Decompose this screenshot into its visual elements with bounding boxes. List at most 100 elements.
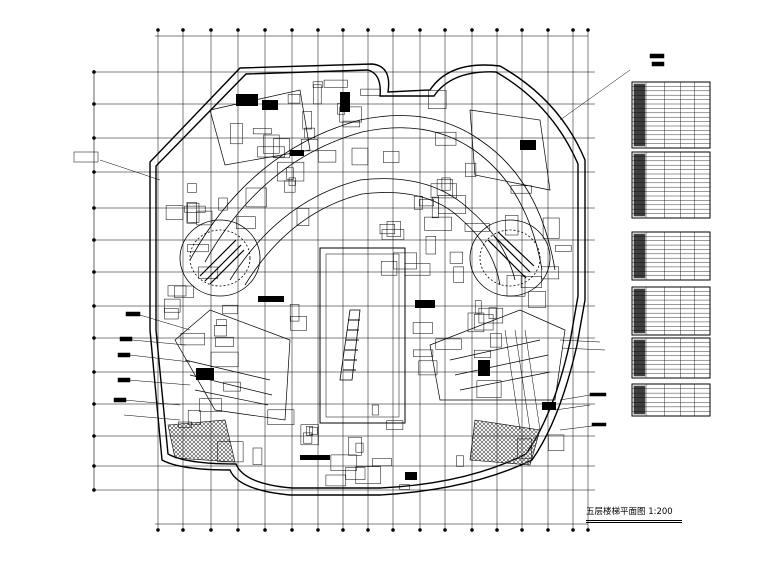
room-cell (441, 177, 451, 191)
room-cell (286, 167, 294, 180)
grid-bubble (391, 528, 395, 532)
legend-fill (633, 385, 646, 415)
room-cell (167, 285, 187, 297)
room-cell (473, 314, 494, 331)
room-cell (505, 215, 519, 236)
room-cell (312, 81, 324, 88)
room-cell (187, 244, 209, 253)
atrium-right (469, 219, 551, 297)
room-cell (174, 285, 194, 298)
room-cell (404, 263, 431, 276)
grid-bubble (443, 528, 447, 532)
grid-bubble (181, 28, 185, 32)
grid-bubble (290, 28, 294, 32)
room-cell (424, 216, 452, 231)
room-cell (339, 106, 362, 123)
room-cell (164, 298, 181, 313)
room-cell (541, 266, 559, 280)
room-cell (284, 180, 296, 193)
room-cell (187, 202, 200, 223)
room-cell (371, 404, 379, 416)
room-cell (165, 205, 184, 220)
room-cell (263, 134, 280, 154)
grid-bubble (586, 28, 590, 32)
room-cell (287, 94, 301, 104)
room-cell (198, 266, 219, 279)
room-cell (210, 351, 239, 368)
room-cell (431, 196, 439, 219)
room-cell (301, 139, 319, 152)
room-cell (355, 442, 364, 453)
room-cell (490, 333, 502, 348)
room-cell (520, 276, 542, 288)
room-partitions (164, 79, 572, 490)
room-cell (453, 266, 464, 283)
room-cell (430, 183, 457, 199)
room-cell (435, 131, 457, 146)
room-cell (318, 150, 337, 163)
room-cell (381, 229, 405, 240)
room-cell (428, 90, 447, 109)
room-cell (186, 202, 197, 224)
room-cell (372, 458, 392, 467)
legend-fill (633, 83, 646, 147)
grid-bubble (391, 28, 395, 32)
grid-bubble (209, 28, 213, 32)
room-cell (230, 123, 243, 145)
grid-bubble (316, 28, 320, 32)
room-cell (288, 177, 296, 186)
room-cell (542, 217, 560, 239)
room-cell (419, 199, 434, 207)
room-cell (465, 162, 477, 177)
room-cell (164, 308, 179, 320)
grid-bubble (546, 528, 550, 532)
grid-bubble (290, 528, 294, 532)
room-cell (214, 325, 227, 337)
room-cell (342, 120, 360, 128)
legend-table (631, 151, 711, 219)
drawing-title: 五层楼梯平面图 1:200 (586, 507, 673, 517)
grid-bubble (571, 28, 575, 32)
room-cell (300, 424, 319, 446)
room-cell (348, 436, 362, 456)
room-cell (273, 138, 290, 159)
grid-bubble (341, 528, 345, 532)
room-cell (386, 221, 401, 237)
room-cell (303, 432, 313, 444)
room-cell (386, 420, 404, 430)
room-cell (351, 147, 369, 166)
grid-bubble (156, 28, 160, 32)
room-cell (216, 319, 227, 326)
grid-bubble (546, 28, 550, 32)
grid-bubble (495, 28, 499, 32)
legend-fill (633, 339, 646, 377)
room-cell (418, 360, 438, 376)
grid-bubble (236, 28, 240, 32)
legend-table (631, 383, 711, 417)
room-cell (218, 197, 228, 211)
room-cell (355, 466, 381, 484)
room-cell (304, 127, 316, 139)
room-cell (345, 467, 366, 480)
room-cell (296, 208, 310, 226)
atrium-left (179, 219, 261, 297)
legend-tables (631, 81, 711, 417)
room-cell (383, 151, 400, 163)
grid-bubble (443, 28, 447, 32)
room-cell (267, 409, 295, 425)
room-cell (506, 275, 526, 297)
room-cell (528, 291, 546, 308)
room-cell (380, 261, 398, 276)
grid-bubble (341, 28, 345, 32)
room-cell (222, 304, 238, 315)
annotation-leaders-left (73, 151, 191, 421)
room-cell (379, 224, 395, 235)
grid-bubble (495, 528, 499, 532)
room-cell (187, 183, 197, 193)
room-cell (467, 312, 485, 333)
room-cell (438, 195, 466, 214)
room-cell (517, 438, 532, 459)
grid-bubble (263, 28, 267, 32)
grid-bubble (209, 528, 213, 532)
